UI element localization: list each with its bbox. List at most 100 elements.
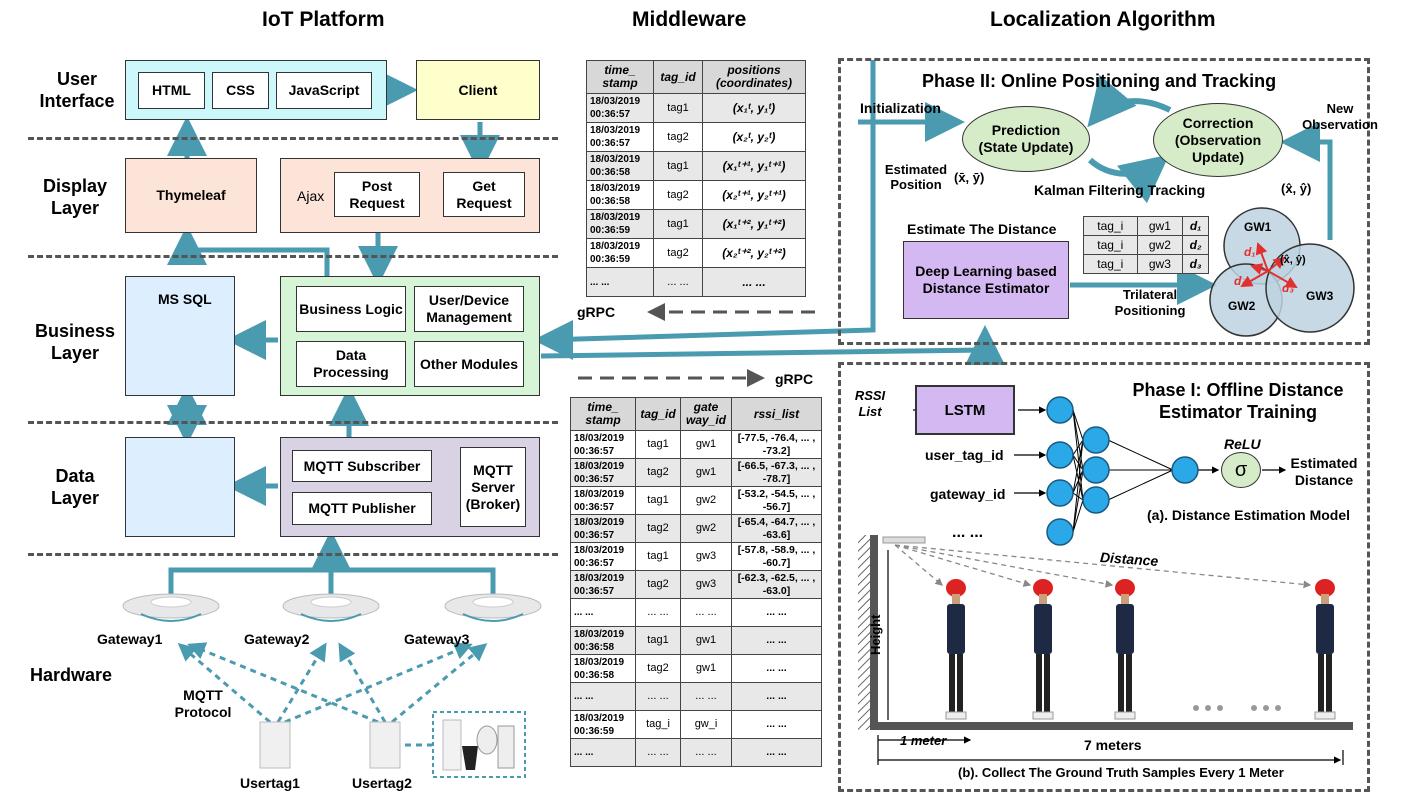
gateway-devices xyxy=(122,593,542,622)
rssi-header-timestamp: time_ stamp xyxy=(570,397,636,431)
positions-table-cell: ... ... xyxy=(653,267,703,297)
positions-table-cell: ... ... xyxy=(702,267,806,297)
rssi-table-cell: gw1 xyxy=(680,626,732,655)
rssi-table-cell: tag_i xyxy=(635,710,681,739)
positions-table-cell: tag2 xyxy=(653,238,703,268)
positions-table-cell: (x₁ᵗ, y₁ᵗ) xyxy=(702,93,806,123)
rssi-table-cell: ... ... xyxy=(635,682,681,711)
positions-table-cell: 18/03/2019 00:36:58 xyxy=(586,180,654,210)
distance-table-cell: gw2 xyxy=(1136,235,1184,255)
rssi-table-cell: tag2 xyxy=(635,458,681,487)
gw2-label: GW2 xyxy=(1228,299,1256,313)
gateway1-label: Gateway1 xyxy=(97,631,163,647)
rssi-table-cell: ... ... xyxy=(635,598,681,627)
css-box: CSS xyxy=(212,72,269,109)
rssi-table-cell: 18/03/2019 00:36:58 xyxy=(570,626,636,655)
trilateral-label: Trilateral Positioning xyxy=(1114,287,1186,318)
rssi-table-cell: 18/03/2019 00:36:57 xyxy=(570,486,636,515)
xy-hat-label: (x̂, ŷ) xyxy=(1281,181,1312,196)
one-meter-label: 1 meter xyxy=(900,733,947,748)
estimate-distance-label: Estimate The Distance xyxy=(907,221,1057,237)
rssi-header-tag: tag_id xyxy=(635,397,681,431)
rssi-table-cell: 18/03/2019 00:36:59 xyxy=(570,710,636,739)
rssi-table-cell: [-62.3, -62.5, ... , -63.0] xyxy=(731,570,822,599)
gateway3-label: Gateway3 xyxy=(404,631,470,647)
gateway-id-label: gateway_id xyxy=(930,486,1006,502)
positions-table: time_ stamp tag_id positions (coordinate… xyxy=(586,60,806,297)
post-request-box: Post Request xyxy=(334,172,420,217)
rssi-table-cell: ... ... xyxy=(680,682,732,711)
rssi-table-row: ... ...... ...... ...... ... xyxy=(570,738,822,767)
iot-arrows xyxy=(167,60,1333,596)
rssi-table-cell: [-57.8, -58.9, ... , -60.7] xyxy=(731,542,822,571)
gateway2-label: Gateway2 xyxy=(244,631,310,647)
prediction-ellipse: Prediction (State Update) xyxy=(962,106,1090,172)
rssi-table-cell: 18/03/2019 00:36:58 xyxy=(570,654,636,683)
d3-label: d₃ xyxy=(1282,281,1294,295)
positions-table-cell: tag2 xyxy=(653,122,703,152)
positions-table-cell: tag1 xyxy=(653,209,703,239)
positions-table-row: ... ...... ...... ... xyxy=(586,267,806,297)
height-label: Height xyxy=(868,614,883,655)
client-box: Client xyxy=(416,60,540,120)
business-logic-box: Business Logic xyxy=(296,286,406,332)
positions-table-cell: tag1 xyxy=(653,151,703,181)
rssi-table-cell: [-77.5, -76.4, ... , -73.2] xyxy=(731,430,822,459)
section-title-iot: IoT Platform xyxy=(262,8,385,31)
sigma-node: σ xyxy=(1221,452,1261,488)
positions-table-cell: 18/03/2019 00:36:59 xyxy=(586,238,654,268)
positions-table-cell: (x₁ᵗ⁺¹, y₁ᵗ⁺¹) xyxy=(702,151,806,181)
rssi-table-cell: ... ... xyxy=(731,738,822,767)
estimated-position-label: Estimated Position xyxy=(884,162,948,192)
user-tag-id-label: user_tag_id xyxy=(925,447,1004,463)
rssi-list-label: RSSI List xyxy=(854,388,886,419)
persons xyxy=(945,579,1336,720)
positions-table-cell: 18/03/2019 00:36:58 xyxy=(586,151,654,181)
positions-table-cell: tag1 xyxy=(653,93,703,123)
rssi-table-cell: ... ... xyxy=(570,738,636,767)
positions-header-tag: tag_id xyxy=(653,60,703,94)
rssi-table-cell: 18/03/2019 00:36:57 xyxy=(570,570,636,599)
grpc-label-top: gRPC xyxy=(577,304,616,320)
positions-table-cell: tag2 xyxy=(653,180,703,210)
rssi-table-cell: ... ... xyxy=(731,682,822,711)
rssi-table-cell: [-65.4, -64.7, ... , -63.6] xyxy=(731,514,822,543)
rssi-table-cell: gw3 xyxy=(680,570,732,599)
section-title-localization: Localization Algorithm xyxy=(990,8,1216,31)
layer-label-business: Business Layer xyxy=(34,321,116,363)
rssi-table-cell: tag1 xyxy=(635,626,681,655)
ground-truth-scene xyxy=(858,535,1353,765)
ms-sql-container xyxy=(125,276,235,396)
distance-table-cell: gw1 xyxy=(1136,216,1184,236)
positions-table-cell: (x₂ᵗ⁺¹, y₂ᵗ⁺¹) xyxy=(702,180,806,210)
layer-label-display: Display Layer xyxy=(42,176,108,218)
phase2-container xyxy=(838,58,1370,345)
phase1-container xyxy=(838,362,1370,792)
rssi-table-cell: 18/03/2019 00:36:57 xyxy=(570,458,636,487)
rssi-table-cell: gw1 xyxy=(680,430,732,459)
positions-table-cell: (x₂ᵗ, y₂ᵗ) xyxy=(702,122,806,152)
rssi-table-cell: gw1 xyxy=(680,654,732,683)
distance-table-cell: tag_i xyxy=(1083,216,1138,236)
caption-a: (a). Distance Estimation Model xyxy=(1147,507,1351,523)
distance-table-cell: tag_i xyxy=(1083,254,1138,274)
rssi-table-cell: gw2 xyxy=(680,514,732,543)
section-title-middleware: Middleware xyxy=(632,8,747,31)
rssi-header-rssi: rssi_list xyxy=(731,397,822,431)
rssi-table-cell: ... ... xyxy=(680,738,732,767)
usertag1-label: Usertag1 xyxy=(240,775,300,791)
